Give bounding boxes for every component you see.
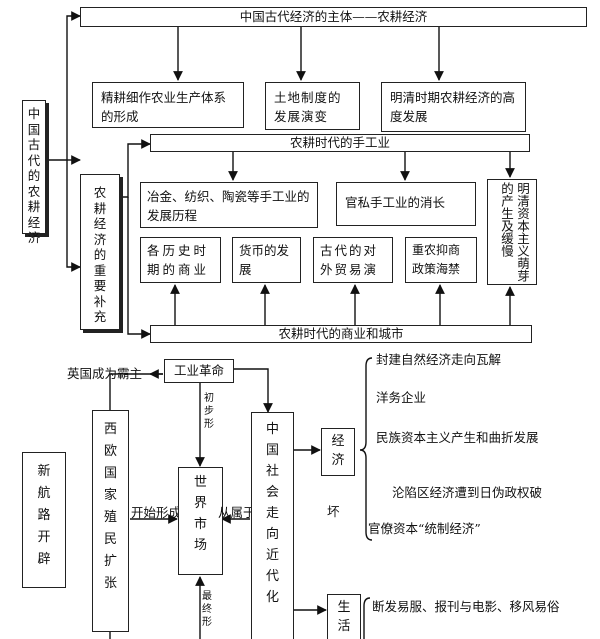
line-left-to-commerce (66, 160, 81, 272)
main-topic-box: 中国古代经济的主体——农耕经济 (80, 7, 587, 27)
business-box-2: 货币的发展 (232, 237, 301, 283)
economy-box: 经济 (321, 428, 355, 476)
commerce-box: 农耕时代的商业和城市 (150, 325, 532, 343)
econ-item-3: 民族资本主义产生和曲折发展 (376, 430, 539, 445)
handicraft-box-2: 官私手工业的消长 (336, 182, 476, 226)
left-title-box: 中国古代的农耕经济 (22, 100, 46, 245)
handicraft-box: 农耕时代的手工业 (150, 134, 530, 152)
broken-label: 坏 (327, 504, 340, 519)
britain-label: 英国成为霸主 (67, 366, 143, 381)
economy-brace (359, 357, 373, 541)
line-supp-to-handicraft (120, 139, 151, 198)
agri-box-3: 明清时期农耕经济的高度发展 (381, 82, 526, 132)
colonial-expansion-box: 西欧国家殖民扩张 (92, 410, 129, 632)
econ-item-2: 洋务企业 (376, 390, 427, 405)
econ-item-5: 官僚资本“统制经济” (368, 521, 481, 536)
begin-forming-label: 开始形成 (131, 505, 182, 520)
line-industrial-to-modern (234, 368, 273, 413)
business-box-1: 各历史时期的商业 (140, 237, 221, 283)
industrial-revolution-box: 工业革命 (164, 359, 234, 383)
line-left-to-main (47, 11, 81, 161)
new-routes-box: 新航路开辟 (22, 452, 66, 588)
business-box-4: 重农抑商政策海禁 (405, 237, 477, 283)
modernization-box: 中国社会走向近代化 (251, 412, 294, 639)
subordinate-label: 从属于 (218, 505, 256, 520)
agri-box-2: 土地制度的发展演变 (265, 82, 360, 130)
supplement-box: 农耕经济的重要补充 (80, 174, 120, 330)
agri-box-1: 精耕细作农业生产体系的形成 (92, 82, 244, 128)
life-item-1: 断发易服、报刊与电影、移风易俗 (372, 599, 560, 614)
econ-item-4: 沦陷区经济遭到日伪政权破 (392, 485, 543, 500)
handicraft-box-1: 冶金、纺织、陶瓷等手工业的发展历程 (140, 182, 318, 228)
econ-item-1: 封建自然经济走向瓦解 (376, 352, 502, 367)
handicraft-box-3: 明清资本主义萌芽的产生及缓慢 (487, 179, 537, 285)
line-supp-to-commerce (127, 197, 151, 339)
initial-formation-label: 初步形 (204, 393, 214, 430)
world-market-box: 世界市场 (178, 467, 223, 575)
business-box-3: 古代的对外贸易演 (313, 237, 393, 283)
life-brace (363, 597, 371, 639)
final-formation-label: 最终形 (202, 591, 212, 628)
life-box: 生活 (327, 594, 361, 639)
